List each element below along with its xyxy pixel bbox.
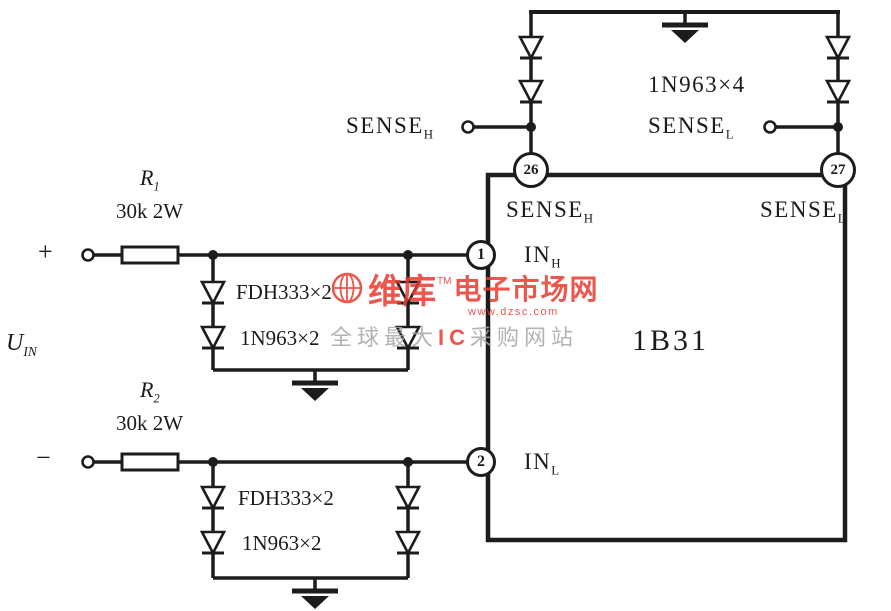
top-diodes-label: 1N963×4	[648, 72, 746, 97]
pin-2-number: 2	[477, 453, 485, 470]
ground-upper	[292, 370, 338, 401]
watermark-brand-row: 维库 TM 电子市场网	[330, 268, 599, 311]
minus-sign: −	[36, 443, 51, 472]
sense-right-terminal-label: SENSEL	[648, 113, 736, 142]
pin-26-number: 26	[523, 161, 539, 178]
r1-value: 30k 2W	[116, 199, 184, 223]
pin-1-name: INH	[524, 242, 563, 271]
watermark-tagline-prefix: 全球最大	[330, 325, 439, 350]
resistor-r1	[120, 245, 180, 265]
plus-sign: +	[38, 237, 53, 266]
fdh-upper-label: FDH333×2	[236, 280, 332, 304]
r2-label: R2	[140, 377, 160, 406]
wire-set	[93, 10, 840, 580]
watermark-tagline-ic: IC	[438, 325, 471, 350]
uin-label: UIN	[6, 330, 37, 359]
watermark-tm: TM	[437, 275, 452, 287]
pin-2-name: INL	[524, 449, 561, 478]
ground-top	[662, 12, 708, 43]
junction-dots	[208, 122, 843, 467]
watermark-tagline: 全球最大IC采购网站	[330, 320, 598, 352]
ic-body	[485, 172, 848, 543]
pin-1: 1	[466, 240, 496, 270]
zener-upper-label: 1N963×2	[240, 326, 320, 350]
watermark-brand-suffix: 电子市场网	[453, 274, 599, 305]
watermark-brand: 维库	[368, 272, 436, 311]
ground-lower	[292, 578, 338, 609]
r2-value: 30k 2W	[116, 411, 184, 435]
terminal-minus	[81, 455, 95, 469]
watermark-tagline-suffix: 采购网站	[470, 325, 579, 350]
watermark-url: www.dzsc.com	[468, 306, 559, 318]
watermark: 维库 TM 电子市场网 www.dzsc.com 全球最大IC采购网站	[330, 268, 598, 352]
terminal-sense-right	[763, 120, 777, 134]
pin-27: 27	[820, 152, 856, 188]
ic-name: 1B31	[632, 324, 710, 357]
pin-27-name: SENSEL	[760, 197, 848, 226]
terminal-plus	[81, 248, 95, 262]
fdh-lower-label: FDH333×2	[238, 486, 334, 510]
pin-2: 2	[466, 447, 496, 477]
pin-1-number: 1	[477, 246, 485, 263]
resistor-r2	[120, 452, 180, 472]
pin-27-number: 27	[830, 161, 846, 178]
pin-26: 26	[513, 152, 549, 188]
terminal-sense-left	[461, 120, 475, 134]
sense-left-terminal-label: SENSEH	[346, 113, 435, 142]
open-terminals	[81, 120, 777, 469]
pin-26-name: SENSEH	[506, 197, 595, 226]
watermark-logo-icon	[330, 271, 364, 305]
r1-label: R1	[140, 165, 160, 194]
zener-lower-label: 1N963×2	[242, 531, 322, 555]
